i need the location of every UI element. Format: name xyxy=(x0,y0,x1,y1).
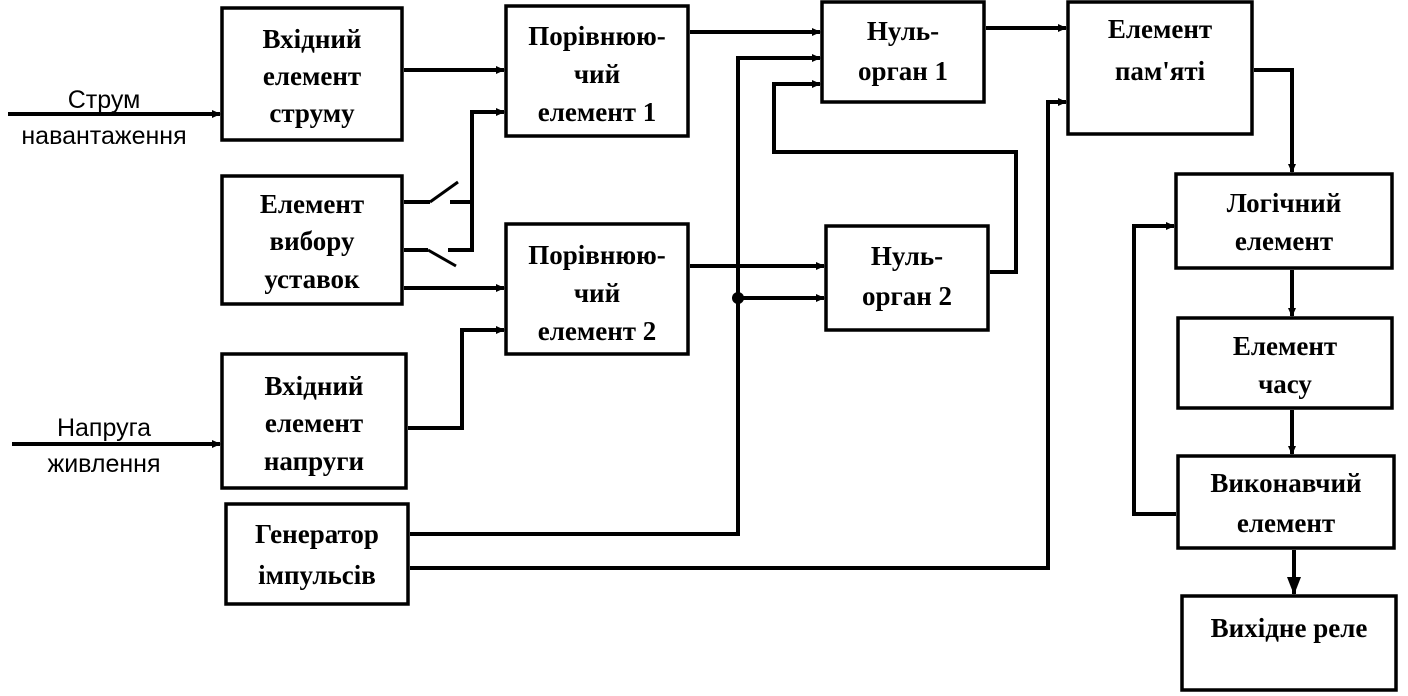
wire-pulse-to-memory xyxy=(410,98,1067,570)
block-comparator-1: Порівнюю- чий елемент 1 xyxy=(504,4,690,138)
label-text: вибору xyxy=(270,226,355,256)
label-text: Елемент xyxy=(1108,14,1212,44)
label-text: Порівнюю- xyxy=(528,240,665,270)
label-text: напруги xyxy=(264,446,364,476)
wire-segment xyxy=(450,108,505,204)
label-text: Логічний xyxy=(1227,188,1342,218)
block-frame xyxy=(1174,172,1394,270)
block-frame xyxy=(1176,316,1394,410)
label-text: елемент 2 xyxy=(538,316,657,346)
label-text: Елемент xyxy=(260,189,364,219)
block-logic: Логічний елемент xyxy=(1174,172,1394,270)
block-null-organ-1: Нуль- орган 1 xyxy=(820,0,986,104)
label-text: часу xyxy=(1258,369,1312,399)
wire-segment xyxy=(448,202,474,252)
wire-null2-to-null1 xyxy=(772,80,1018,274)
label-text: Нуль- xyxy=(871,241,943,271)
block-frame xyxy=(1176,454,1396,550)
label-text: навантаження xyxy=(21,122,186,150)
block-frame xyxy=(220,174,404,306)
switch-1 xyxy=(429,180,459,204)
label-text: елемент xyxy=(1237,508,1335,538)
block-frame xyxy=(504,222,690,356)
label-text: імпульсів xyxy=(258,560,376,590)
label-text: Струм xyxy=(68,86,141,114)
label-text: елемент 1 xyxy=(538,97,657,127)
label-text: струму xyxy=(269,98,355,128)
block-frame xyxy=(824,224,990,332)
input-label-load-current: Струм навантаження xyxy=(21,86,186,150)
connection-wires xyxy=(8,24,1301,595)
input-label-supply-voltage: Напруга живлення xyxy=(47,414,160,478)
label-text: Напруга xyxy=(57,414,151,442)
block-frame xyxy=(224,502,410,606)
junction-dot xyxy=(732,292,744,304)
label-text: чий xyxy=(574,278,620,308)
block-current-input: Вхідний елемент струму xyxy=(220,6,404,142)
block-memory: Елемент пам'яті xyxy=(1066,0,1254,136)
label-text: Нуль- xyxy=(867,16,939,46)
block-frame xyxy=(504,4,690,138)
block-executive: Виконавчий елемент xyxy=(1176,454,1396,550)
block-output-relay: Вихідне реле xyxy=(1180,594,1398,692)
label-text: елемент xyxy=(1235,226,1333,256)
block-frame xyxy=(220,6,404,142)
block-comparator-2: Порівнюю- чий елемент 2 xyxy=(504,222,690,356)
label-text: Порівнюю- xyxy=(528,21,665,51)
label-text: орган 1 xyxy=(858,56,948,86)
label-text: Генератор xyxy=(255,519,379,549)
label-text: елемент xyxy=(265,408,363,438)
block-timer: Елемент часу xyxy=(1176,316,1394,410)
label-text: живлення xyxy=(47,450,160,478)
wire-executive-to-logic xyxy=(1132,222,1176,516)
block-frame xyxy=(820,0,986,104)
block-setting-selector: Елемент вибору уставок xyxy=(220,174,404,306)
wire-memory-to-logic xyxy=(1254,68,1296,173)
label-text: орган 2 xyxy=(862,281,952,311)
switch-2 xyxy=(427,248,457,268)
block-voltage-input: Вхідний елемент напруги xyxy=(220,352,408,490)
label-text: чий xyxy=(574,59,620,89)
label-text: Вхідний xyxy=(263,24,362,54)
block-frame xyxy=(220,352,408,490)
label-text: елемент xyxy=(263,61,361,91)
label-text: пам'яті xyxy=(1115,56,1206,86)
block-null-organ-2: Нуль- орган 2 xyxy=(824,224,990,332)
label-text: Вхідний xyxy=(265,371,364,401)
wire-voltage-to-comp2 xyxy=(408,326,505,430)
label-text: уставок xyxy=(264,264,360,294)
block-pulse-generator: Генератор імпульсів xyxy=(224,502,410,606)
label-text: Елемент xyxy=(1233,331,1337,361)
block-frame xyxy=(1066,0,1254,136)
label-text: Вихідне реле xyxy=(1211,613,1368,643)
label-text: Виконавчий xyxy=(1210,468,1361,498)
block-frame xyxy=(1180,594,1398,692)
